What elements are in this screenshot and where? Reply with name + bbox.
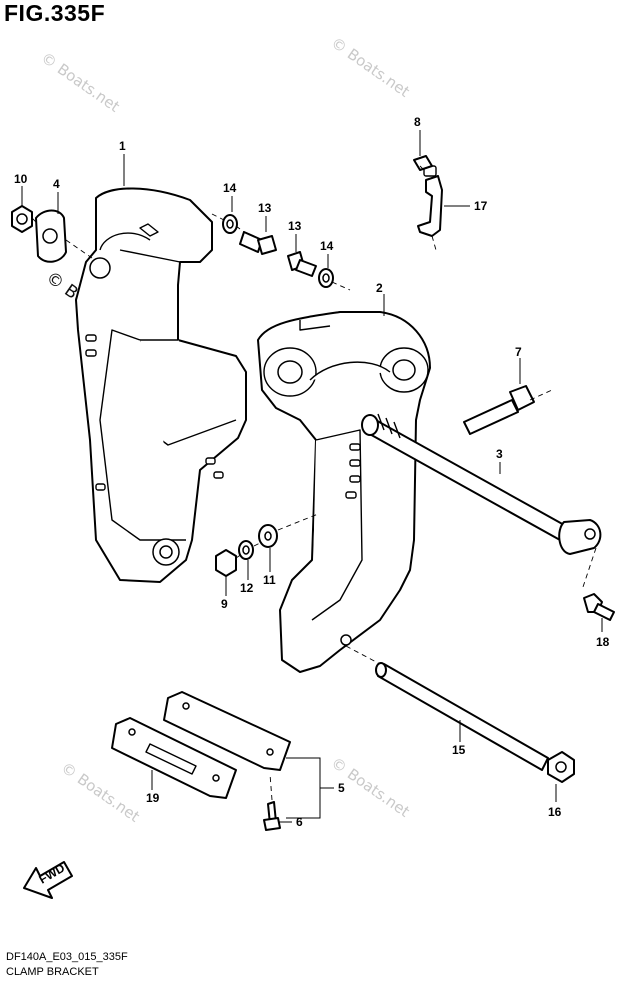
callout-4: 4 xyxy=(53,177,60,191)
callout-8: 8 xyxy=(414,115,421,129)
nut-9 xyxy=(215,549,237,577)
figure-title: FIG.335F xyxy=(4,0,106,26)
callout-7: 7 xyxy=(515,345,522,359)
rod-15 xyxy=(375,662,549,771)
callout-10: 10 xyxy=(14,172,28,186)
callout-18: 18 xyxy=(596,635,610,649)
callout-2: 2 xyxy=(376,281,383,295)
callouts: 1 2 3 4 5 6 7 8 9 10 11 12 13 13 14 14 1… xyxy=(14,115,610,829)
clip-17 xyxy=(417,165,443,237)
bolt-18 xyxy=(583,593,615,621)
callout-14b: 14 xyxy=(320,239,334,253)
nut-16 xyxy=(547,751,575,783)
washer-14a xyxy=(222,214,238,234)
screw-8 xyxy=(413,155,433,171)
washer-11 xyxy=(258,524,278,548)
figure-code: DF140A_E03_015_335F xyxy=(6,951,128,963)
plate-19 xyxy=(111,717,237,799)
callout-11: 11 xyxy=(263,573,276,587)
callout-16: 16 xyxy=(548,805,562,819)
washer-12 xyxy=(238,540,254,560)
bolt-7 xyxy=(463,385,535,435)
callout-3: 3 xyxy=(496,447,503,461)
watermark: © Boats.net xyxy=(58,759,143,826)
callout-1: 1 xyxy=(119,139,126,153)
bolt-13b xyxy=(287,251,317,277)
bolt-13a xyxy=(239,231,277,255)
assembly-lines xyxy=(31,165,597,801)
callout-9: 9 xyxy=(221,597,228,611)
leader-lines xyxy=(21,130,603,823)
figure-caption: CLAMP BRACKET xyxy=(6,966,99,978)
fwd-arrow-icon: FWD xyxy=(23,861,73,899)
callout-12: 12 xyxy=(240,581,254,595)
watermark: © Boats.net xyxy=(328,34,413,101)
callout-19: 19 xyxy=(146,791,160,805)
plate-5 xyxy=(163,691,291,771)
callout-13b: 13 xyxy=(288,219,302,233)
callout-6: 6 xyxy=(296,815,303,829)
tilt-shaft xyxy=(361,413,602,555)
nut-10 xyxy=(11,205,33,233)
washer-14b xyxy=(318,268,334,288)
callout-13a: 13 xyxy=(258,201,272,215)
callout-17: 17 xyxy=(474,199,488,213)
callout-5: 5 xyxy=(338,781,345,795)
clamp-bracket-left xyxy=(75,187,247,583)
callout-15: 15 xyxy=(452,743,466,757)
screw-6 xyxy=(263,801,281,831)
callout-14a: 14 xyxy=(223,181,237,195)
plate-4 xyxy=(35,209,67,263)
watermark: © Boats.net xyxy=(38,49,123,116)
clamp-bracket-right xyxy=(257,311,431,673)
